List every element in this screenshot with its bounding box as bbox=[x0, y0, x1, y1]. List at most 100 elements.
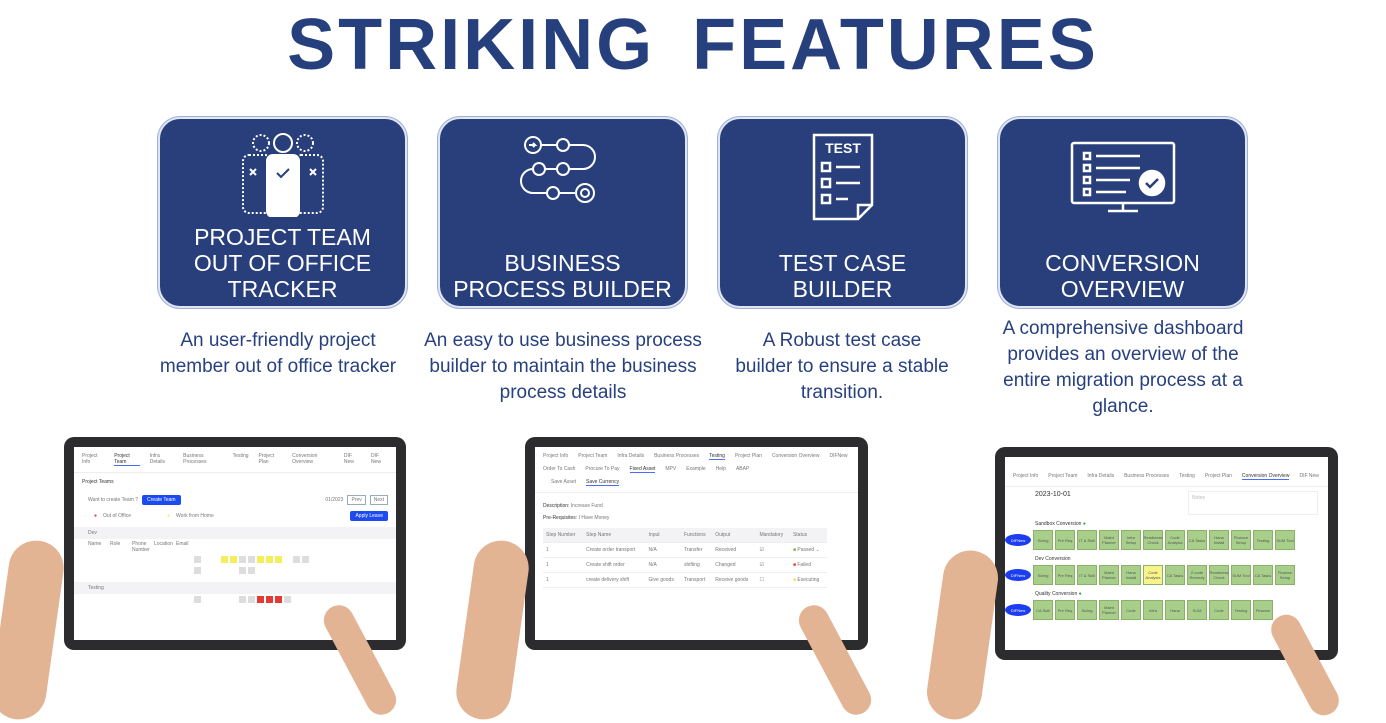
step-box[interactable]: Sizing bbox=[1033, 565, 1053, 585]
cell: create delivery shift bbox=[583, 572, 646, 588]
mandatory-checkbox[interactable]: ☐ bbox=[756, 572, 790, 588]
cell: Receive goods bbox=[712, 572, 757, 588]
status-select[interactable]: ■ Executing bbox=[789, 572, 827, 588]
tab-active[interactable]: Project Team bbox=[114, 453, 140, 466]
tab[interactable]: Testing bbox=[1179, 473, 1195, 479]
subtab-active[interactable]: Save Currency bbox=[586, 479, 620, 486]
step-box[interactable]: Readiness Check bbox=[1143, 530, 1163, 550]
step-box[interactable]: Readiness Check bbox=[1209, 565, 1229, 585]
tab[interactable]: DIFNew bbox=[829, 453, 848, 459]
tag-button[interactable]: DIFNew bbox=[1005, 534, 1031, 546]
step-box[interactable]: CA Tasks bbox=[1253, 565, 1273, 585]
tab-active[interactable]: Testing bbox=[709, 453, 725, 460]
description-label: Description: bbox=[543, 503, 570, 509]
prev-button[interactable]: Prev bbox=[347, 495, 366, 505]
tab[interactable]: Business Processes bbox=[183, 453, 207, 465]
step-box[interactable]: Pre Req bbox=[1055, 530, 1075, 550]
tag-button[interactable]: DIFNew bbox=[1005, 569, 1031, 581]
step-box[interactable]: CA Tasks bbox=[1187, 530, 1207, 550]
step-box[interactable]: SUM Tool bbox=[1231, 565, 1251, 585]
step-box[interactable]: Z-code Remedy bbox=[1187, 565, 1207, 585]
tab[interactable]: Testing bbox=[232, 453, 249, 459]
step-box[interactable]: Maint Planner bbox=[1099, 600, 1119, 620]
tab[interactable]: DIF New bbox=[370, 453, 381, 465]
wfh-dot-icon: ● bbox=[167, 513, 171, 519]
step-box[interactable]: Infra bbox=[1143, 600, 1163, 620]
next-button[interactable]: Next bbox=[369, 495, 388, 505]
tab[interactable]: DIF New bbox=[343, 453, 354, 465]
tab[interactable]: Business Processes bbox=[1124, 473, 1170, 479]
status-select[interactable]: ■ Failed bbox=[789, 557, 827, 573]
step-box[interactable]: Pre Req bbox=[1055, 600, 1075, 620]
cell: shifting bbox=[680, 557, 713, 573]
tab[interactable]: Project Plan bbox=[1204, 473, 1232, 479]
tab[interactable]: DIF New bbox=[1299, 473, 1319, 479]
tab[interactable]: Infra Details bbox=[149, 453, 166, 465]
step-box[interactable]: Finance Setup bbox=[1231, 530, 1251, 550]
step-box[interactable]: Code bbox=[1209, 600, 1229, 620]
feature-card-team-tracker: PROJECT TEAM OUT OF OFFICE TRACKER bbox=[158, 117, 407, 308]
step-box[interactable]: CA Tasks bbox=[1165, 565, 1185, 585]
column-header: Name bbox=[88, 541, 102, 547]
status-value: Passed bbox=[797, 547, 815, 553]
create-prompt: Want to create Team ? bbox=[88, 497, 139, 503]
step-box[interactable]: Code Analysis bbox=[1165, 530, 1185, 550]
mandatory-checkbox[interactable]: ☑ bbox=[756, 542, 790, 558]
tab-active[interactable]: Conversion Overview bbox=[1241, 473, 1290, 480]
step-box[interactable]: IT & Skill bbox=[1077, 530, 1097, 550]
subtab[interactable]: Procure To Pay bbox=[585, 466, 620, 472]
tab[interactable]: Project Team bbox=[578, 453, 608, 459]
tab[interactable]: Conversion Overview bbox=[771, 453, 820, 459]
step-box[interactable]: Infra Setup bbox=[1121, 530, 1141, 550]
tab[interactable]: Infra Details bbox=[1087, 473, 1115, 479]
subtab[interactable]: Example bbox=[686, 466, 706, 472]
status-select[interactable]: ■ Passed ⌄ bbox=[789, 542, 827, 558]
column-header: Input bbox=[645, 528, 681, 543]
tab[interactable]: Conversion Overview bbox=[292, 453, 318, 465]
tag-button[interactable]: DIFNew bbox=[1005, 604, 1031, 616]
step-box[interactable]: Hana Install bbox=[1121, 565, 1141, 585]
notes-input[interactable]: Notes bbox=[1188, 491, 1318, 515]
tab[interactable]: Infra Details bbox=[617, 453, 645, 459]
tablet-test-case-builder: Project Info Project Team Infra Details Bus… bbox=[525, 437, 868, 650]
step-box[interactable]: Finance bbox=[1253, 600, 1273, 620]
tab[interactable]: Project Info bbox=[82, 453, 98, 465]
step-box[interactable]: Testing bbox=[1253, 530, 1273, 550]
subtab[interactable]: MPV bbox=[665, 466, 677, 472]
tab[interactable]: Project Team bbox=[1048, 473, 1078, 479]
step-box[interactable]: CA Skill bbox=[1033, 600, 1053, 620]
step-box[interactable]: Hana bbox=[1165, 600, 1185, 620]
subtab[interactable]: Help bbox=[715, 466, 726, 472]
step-box[interactable]: Maint Planner bbox=[1099, 530, 1119, 550]
subtab[interactable]: Order To Cash bbox=[543, 466, 576, 472]
subtab[interactable]: ABAP bbox=[735, 466, 750, 472]
tab[interactable]: Project Info bbox=[1013, 473, 1039, 479]
step-box[interactable]: SUM Tool bbox=[1275, 530, 1295, 550]
prereq-value: I Have Money bbox=[578, 515, 610, 521]
step-box[interactable]: SUM bbox=[1187, 600, 1207, 620]
tab[interactable]: Project Plan bbox=[258, 453, 275, 465]
tab[interactable]: Project Info bbox=[543, 453, 569, 459]
status-value: Failed bbox=[797, 562, 811, 568]
step-box[interactable]: Maint Planner bbox=[1099, 565, 1119, 585]
apply-leave-button[interactable]: Apply Leave bbox=[350, 511, 388, 521]
subtab-active[interactable]: Fixed Asset bbox=[629, 466, 656, 473]
step-box[interactable]: Code Analysis bbox=[1143, 565, 1163, 585]
step-box[interactable]: Pre Req bbox=[1055, 565, 1075, 585]
step-box[interactable]: Finance Setup bbox=[1275, 565, 1295, 585]
tab[interactable]: Project Plan bbox=[734, 453, 762, 459]
step-box[interactable]: Sizing bbox=[1077, 600, 1097, 620]
step-box[interactable]: Testing bbox=[1231, 600, 1251, 620]
subtab[interactable]: Save Asset bbox=[551, 479, 577, 485]
step-box[interactable]: Sizing bbox=[1033, 530, 1053, 550]
step-box[interactable]: Code bbox=[1121, 600, 1141, 620]
tab[interactable]: Business Processes bbox=[654, 453, 700, 459]
process-flow-icon bbox=[519, 136, 596, 203]
mandatory-checkbox[interactable]: ☑ bbox=[756, 557, 790, 573]
step-box[interactable]: IT & Skill bbox=[1077, 565, 1097, 585]
step-box[interactable]: Hana Install bbox=[1209, 530, 1229, 550]
create-team-button[interactable]: Create Team bbox=[142, 495, 181, 505]
